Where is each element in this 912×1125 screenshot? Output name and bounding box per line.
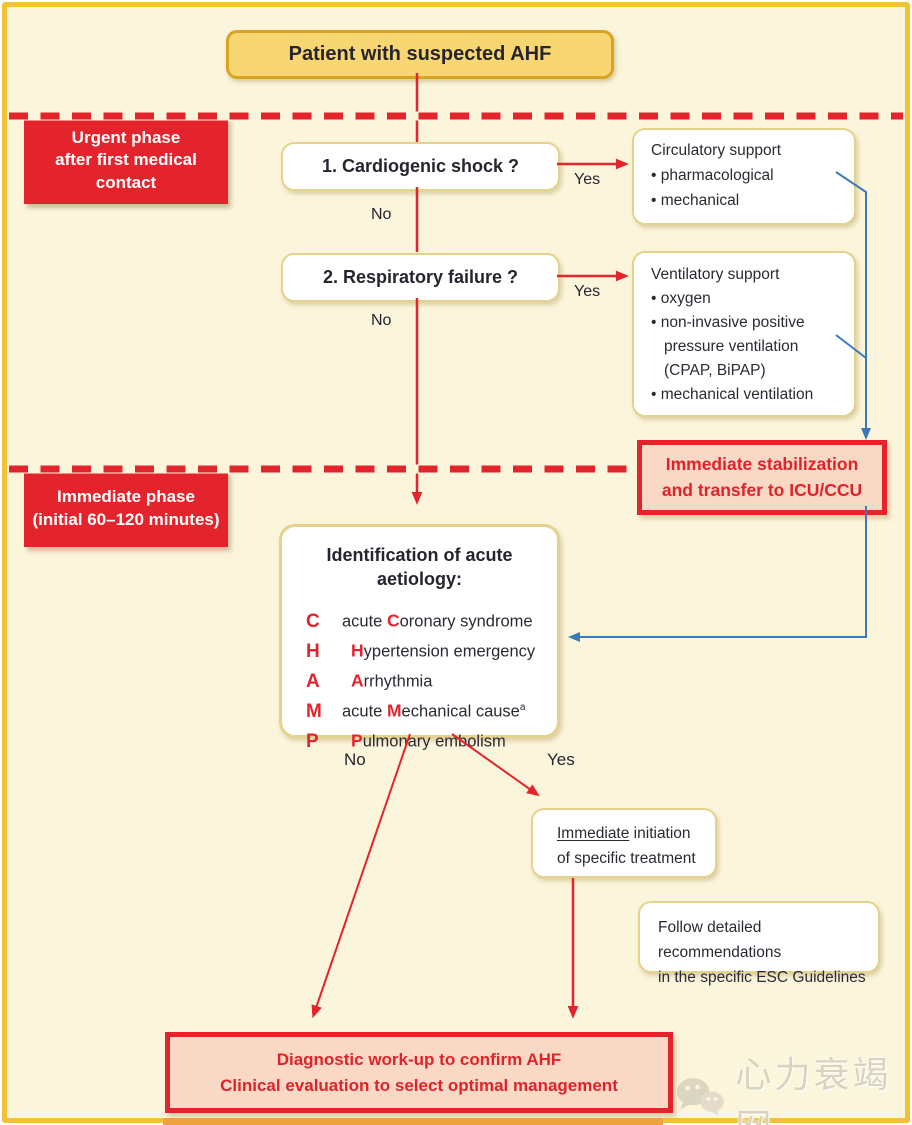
q2-label: 2. Respiratory failure ? [322,267,519,287]
node-esc-guidelines: Follow detailed recommendations in the s… [638,901,880,986]
champ-letter: H [306,640,320,662]
node-patient-suspected-ahf: Patient with suspected AHF [226,30,614,79]
node-immediate-phase: Immediate phase (initial 60–120 minutes) [24,470,228,547]
champ-row-a: A Arrhythmia [306,665,557,695]
watermark-text: 心力衰竭网 [735,1054,892,1125]
champ-title: Identification of acute aetiology: [282,543,557,591]
champ-items: C acute Coronary syndrome H Hypertension… [282,605,557,755]
esc-line: Follow detailed recommendations [658,919,782,961]
label-champ-yes: Yes [547,750,575,769]
champ-item-text: Arrhythmia [351,670,433,691]
node-urgent-phase: Urgent phase after first medical contact [24,117,228,204]
label-q2-no: No [371,312,392,329]
champ-letter: M [306,700,322,722]
ventilatory-line: (CPAP, BiPAP) [664,362,766,379]
node-q2-respiratory-failure: 2. Respiratory failure ? [281,253,560,302]
champ-letter: C [306,610,320,632]
label-q2-yes: Yes [574,283,601,300]
champ-letter: A [306,670,320,692]
bottom-edge-strip [163,1118,663,1125]
wechat-logo-icon [676,1078,724,1117]
q1-label: 1. Cardiogenic shock ? [321,156,520,176]
champ-row-c: C acute Coronary syndrome [306,605,557,635]
node-patient-title: Patient with suspected AHF [288,43,552,65]
urgent-phase-line: contact [95,172,157,192]
initiation-line1: Immediate initiation [557,825,691,842]
diagnostic-line: Diagnostic work-up to confirm AHF [276,1050,562,1069]
champ-title-line: aetiology: [376,569,462,589]
label-q1-no: No [371,206,392,223]
esc-line: in the specific ESC Guidelines [658,969,866,986]
ventilatory-line: pressure ventilation [664,338,799,355]
label-champ-no: No [344,750,366,769]
node-immediate-stabilization: Immediate stabilization and transfer to … [637,440,887,515]
node-ventilatory-support: Ventilatory support • oxygen • non-invas… [632,251,856,417]
node-q1-cardiogenic-shock: 1. Cardiogenic shock ? [281,142,560,191]
immediate-phase-line: (initial 60–120 minutes) [32,509,220,529]
circulatory-line: • pharmacological [651,167,774,184]
circulatory-line: • mechanical [651,192,740,209]
champ-item-text: acute Mechanical causea [342,700,526,721]
diagnostic-line: Clinical evaluation to select optimal ma… [220,1075,618,1095]
champ-item-text: Hypertension emergency [351,640,536,661]
ventilatory-line: • mechanical ventilation [651,386,814,403]
stabilization-line: Immediate stabilization [665,454,859,475]
urgent-phase-line: Urgent phase [71,127,181,147]
ventilatory-line: Ventilatory support [651,266,780,283]
champ-letter: P [306,730,319,752]
champ-item-text: Pulmonary embolism [351,730,506,751]
watermark: 心力衰竭网 [674,1046,912,1125]
node-champ-aetiology: Identification of acute aetiology: C acu… [279,524,560,752]
initiation-line2: of specific treatment [557,850,696,867]
champ-row-m: M acute Mechanical causea [306,695,557,725]
urgent-phase-line: after first medical [55,150,197,170]
circulatory-line: Circulatory support [651,142,782,159]
immediate-phase-line: Immediate phase [57,487,195,507]
ventilatory-line: • oxygen [651,290,711,307]
label-q1-yes: Yes [574,171,601,188]
ventilatory-line: • non-invasive positive [651,314,805,331]
node-immediate-initiation: Immediate initiation of specific treatme… [531,808,717,878]
champ-title-line: Identification of acute [326,545,513,565]
node-circulatory-support: Circulatory support • pharmacological • … [632,128,856,225]
stabilization-line: and transfer to ICU/CCU [661,479,863,500]
champ-row-h: H Hypertension emergency [306,635,557,665]
node-diagnostic-workup: Diagnostic work-up to confirm AHF Clinic… [165,1032,673,1113]
champ-item-text: acute Coronary syndrome [342,610,533,631]
